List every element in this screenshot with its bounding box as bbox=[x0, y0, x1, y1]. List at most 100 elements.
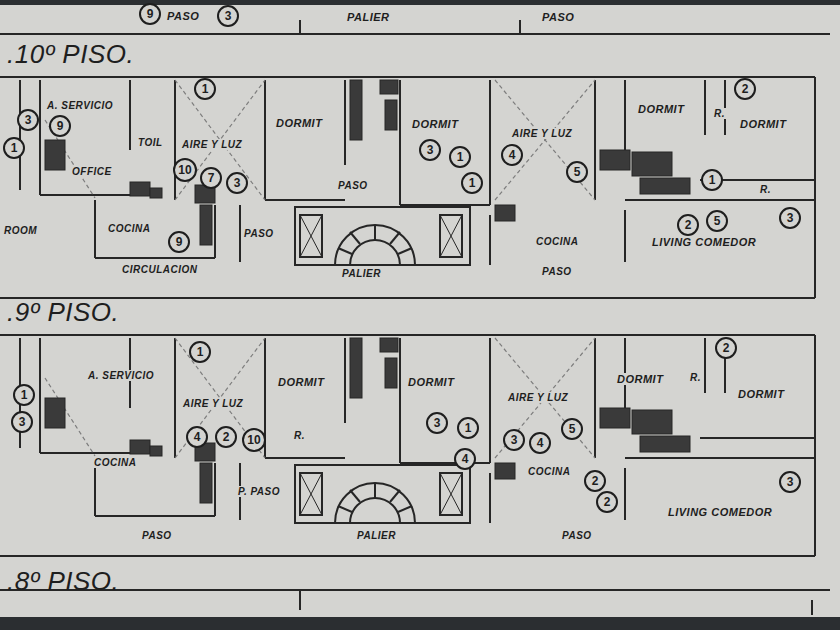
plan-stroke bbox=[130, 182, 150, 196]
plan-stroke bbox=[0, 617, 840, 630]
plan-stroke bbox=[300, 215, 322, 257]
room-label: PASO bbox=[540, 11, 576, 23]
plan-stroke bbox=[45, 80, 595, 200]
plan-stroke bbox=[45, 140, 65, 170]
floor-title: .9º PISO. bbox=[5, 298, 121, 327]
callout-number: 10 bbox=[173, 158, 197, 182]
plan-stroke bbox=[200, 205, 212, 245]
plan-stroke bbox=[495, 205, 515, 221]
room-label: AIRE Y LUZ bbox=[510, 128, 574, 139]
plan-stroke bbox=[174, 80, 176, 200]
plan-stroke bbox=[624, 210, 626, 262]
plan-stroke bbox=[814, 77, 816, 298]
callout-text: 1 bbox=[11, 142, 18, 154]
plan-stroke bbox=[0, 76, 815, 78]
callout-text: 1 bbox=[709, 174, 716, 186]
callout-text: 2 bbox=[604, 496, 611, 508]
plan-stroke bbox=[704, 80, 706, 135]
room-label: TOIL bbox=[136, 137, 165, 148]
plan-stroke bbox=[94, 200, 96, 258]
callout-number: 10 bbox=[242, 428, 266, 452]
callout-text: 3 bbox=[787, 212, 794, 224]
room-label: PASO bbox=[242, 228, 276, 239]
callout-text: 10 bbox=[247, 434, 260, 446]
callout-text: 4 bbox=[194, 431, 201, 443]
room-label: DORMIT bbox=[636, 103, 686, 115]
plan-stroke bbox=[95, 257, 215, 259]
callout-text: 10 bbox=[178, 164, 191, 176]
callout-number: 4 bbox=[454, 448, 476, 470]
plan-stroke bbox=[264, 80, 266, 200]
callout-text: 1 bbox=[197, 346, 204, 358]
callout-number: 2 bbox=[677, 214, 699, 236]
plan-stroke bbox=[495, 80, 595, 200]
callout-number: 1 bbox=[701, 169, 723, 191]
room-label: DORMIT bbox=[615, 373, 665, 385]
callout-text: 5 bbox=[569, 423, 576, 435]
room-label: CIRCULACION bbox=[120, 264, 200, 275]
room-label: ROOM bbox=[2, 225, 39, 236]
room-label: OFFICE bbox=[70, 166, 114, 177]
plan-stroke bbox=[495, 80, 595, 200]
callout-text: 2 bbox=[592, 475, 599, 487]
room-label: R. bbox=[712, 108, 727, 119]
room-label: PASO bbox=[140, 530, 174, 541]
room-label: PALIER bbox=[355, 530, 398, 541]
callout-number: 2 bbox=[584, 470, 606, 492]
callout-text: 9 bbox=[176, 236, 183, 248]
plan-stroke bbox=[519, 20, 521, 34]
callout-number: 1 bbox=[449, 146, 471, 168]
plan-stroke bbox=[295, 207, 470, 265]
callout-number: 2 bbox=[715, 337, 737, 359]
plan-stroke bbox=[129, 80, 131, 150]
plan-stroke bbox=[350, 80, 362, 140]
plan-stroke bbox=[40, 194, 130, 196]
plan-stroke bbox=[0, 335, 815, 556]
callout-text: 3 bbox=[19, 416, 26, 428]
plan-stroke bbox=[811, 600, 813, 615]
callout-number: 1 bbox=[194, 78, 216, 100]
callout-number: 4 bbox=[529, 432, 551, 454]
room-label: A. SERVICIO bbox=[45, 100, 115, 111]
plan-stroke bbox=[299, 20, 301, 34]
callout-text: 5 bbox=[574, 166, 581, 178]
plan-stroke bbox=[440, 215, 462, 257]
room-label: DORMIT bbox=[738, 118, 788, 130]
room-label: COCINA bbox=[534, 236, 580, 247]
callout-text: 2 bbox=[723, 342, 730, 354]
callout-text: 3 bbox=[234, 177, 241, 189]
plan-stroke bbox=[335, 225, 415, 265]
room-label: PALIER bbox=[340, 268, 383, 279]
callout-number: 4 bbox=[501, 144, 523, 166]
callout-number: 3 bbox=[426, 412, 448, 434]
plan-stroke bbox=[214, 205, 216, 258]
plan-stroke bbox=[265, 199, 345, 201]
plan-stroke bbox=[0, 20, 830, 615]
callout-text: 4 bbox=[537, 437, 544, 449]
callout-number: 1 bbox=[189, 341, 211, 363]
callout-number: 3 bbox=[779, 207, 801, 229]
callout-text: 9 bbox=[147, 8, 154, 20]
callout-number: 5 bbox=[706, 210, 728, 232]
callout-text: 3 bbox=[511, 434, 518, 446]
callout-text: 1 bbox=[21, 389, 28, 401]
plan-stroke bbox=[0, 297, 815, 299]
callout-number: 4 bbox=[186, 426, 208, 448]
plan-stroke bbox=[440, 215, 462, 257]
callout-number: 1 bbox=[457, 417, 479, 439]
plan-stroke bbox=[390, 232, 400, 244]
room-label: P. PASO bbox=[236, 486, 282, 497]
plan-stroke bbox=[45, 80, 690, 245]
room-label: DORMIT bbox=[406, 376, 456, 388]
plan-stroke bbox=[299, 590, 301, 610]
callout-number: 9 bbox=[49, 115, 71, 137]
callout-text: 2 bbox=[685, 219, 692, 231]
plan-stroke bbox=[0, 33, 830, 35]
plan-stroke bbox=[380, 80, 398, 94]
plan-stroke bbox=[400, 204, 490, 206]
room-label: COCINA bbox=[92, 457, 138, 468]
plan-stroke bbox=[600, 150, 630, 170]
callout-text: 5 bbox=[714, 215, 721, 227]
